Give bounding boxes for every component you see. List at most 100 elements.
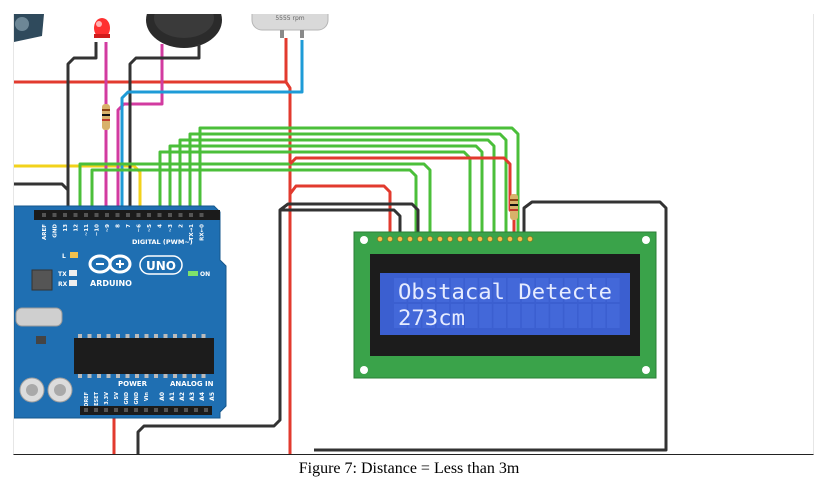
power-pin-hole[interactable] <box>84 408 88 412</box>
digital-pin-label: 12 <box>74 224 80 232</box>
analog-pin-label: A1 <box>169 392 176 401</box>
digital-pin-label: GND <box>53 224 59 238</box>
digital-pin-label: 7 <box>126 224 132 228</box>
dc-motor-icon[interactable]: 5555 rpm <box>251 14 329 38</box>
power-pin-hole[interactable] <box>174 408 178 412</box>
analog-pin-label: A4 <box>199 392 206 401</box>
lcd-pin[interactable] <box>527 236 533 242</box>
figure-caption: Figure 7: Distance = Less than 3m <box>298 460 520 477</box>
wire-green-d6 <box>198 126 520 236</box>
wire-green-d7 <box>90 168 418 236</box>
digital-pin-hole[interactable] <box>94 213 99 217</box>
lcd-pin[interactable] <box>487 236 493 242</box>
wire-green-d2 <box>158 150 472 236</box>
lcd-pin[interactable] <box>397 236 403 242</box>
power-pin-hole[interactable] <box>134 408 138 412</box>
digital-pin-label: ~6 <box>137 224 143 233</box>
simulator-canvas[interactable]: 5555 rpm <box>13 14 814 455</box>
lcd-pin[interactable] <box>417 236 423 242</box>
power-pin-label: RESET <box>94 391 100 409</box>
wire-red-top <box>14 80 292 454</box>
wire-blue-motor <box>120 40 304 219</box>
rx-label: RX <box>58 281 68 288</box>
red-led-icon[interactable] <box>94 18 110 38</box>
power-pin-hole[interactable] <box>164 408 168 412</box>
lcd-pin[interactable] <box>407 236 413 242</box>
lcd-pin[interactable] <box>437 236 443 242</box>
digital-pin-hole[interactable] <box>42 213 46 217</box>
wire-black-lcd2 <box>280 208 402 236</box>
power-pin-hole[interactable] <box>104 408 108 412</box>
wire-green-d4 <box>178 138 496 236</box>
power-pin-hole[interactable] <box>94 408 98 412</box>
lcd-pin[interactable] <box>427 236 433 242</box>
digital-pin-hole[interactable] <box>73 213 78 217</box>
analog-pin-label: A5 <box>209 392 216 401</box>
digital-pin-label: 8 <box>116 224 122 228</box>
digital-pin-hole[interactable] <box>147 213 151 217</box>
lcd-pin[interactable] <box>477 236 483 242</box>
power-pin-label: Vin <box>144 392 150 401</box>
lcd-pin[interactable] <box>457 236 463 242</box>
resistor-icon[interactable] <box>510 194 518 220</box>
lcd-module[interactable]: Obstacal Detecte 273cm <box>353 231 657 379</box>
digital-pin-hole[interactable] <box>52 213 57 217</box>
lcd-pin[interactable] <box>497 236 503 242</box>
digital-pin-hole[interactable] <box>115 213 120 217</box>
resistor-icon[interactable] <box>102 104 110 130</box>
wire-black-led <box>66 42 98 190</box>
lcd-line-1: Obstacal Detecte <box>398 280 612 304</box>
analog-pin-label: A0 <box>159 392 166 401</box>
tx-label: TX <box>58 271 67 278</box>
power-pin-hole[interactable] <box>154 408 158 412</box>
lcd-pin[interactable] <box>377 236 383 242</box>
wire-magenta-buzzer <box>116 44 164 219</box>
power-pin-hole[interactable] <box>114 408 118 412</box>
digital-pin-label: ~5 <box>147 224 153 233</box>
lcd-pin[interactable] <box>517 236 523 242</box>
lcd-pin[interactable] <box>467 236 473 242</box>
lcd-pin[interactable] <box>507 236 513 242</box>
digital-pin-hole[interactable] <box>168 213 172 217</box>
wire-black-lcd <box>136 202 420 454</box>
digital-pin-hole[interactable] <box>199 213 204 217</box>
power-pin-hole[interactable] <box>204 408 208 412</box>
power-pin-hole[interactable] <box>194 408 198 412</box>
power-pin-label: 5V <box>114 392 120 399</box>
piezo-buzzer-icon[interactable] <box>146 14 222 48</box>
digital-pin-label: 2 <box>179 224 185 228</box>
lcd-pin[interactable] <box>387 236 393 242</box>
digital-pin-hole[interactable] <box>157 213 162 217</box>
digital-pin-hole[interactable] <box>84 213 88 217</box>
power-pin-hole[interactable] <box>144 408 148 412</box>
power-pin-label: IOREF <box>84 392 90 409</box>
digital-pin-hole[interactable] <box>126 213 130 217</box>
power-pin-label: 3.3V <box>104 392 110 405</box>
digital-pin-hole[interactable] <box>105 213 109 217</box>
power-pin-hole[interactable] <box>124 408 128 412</box>
on-label: ON <box>200 271 210 278</box>
wire-black-buzzer <box>128 44 201 219</box>
wire-group <box>14 38 668 454</box>
analog-label: ANALOG IN <box>170 380 214 388</box>
digital-pin-hole[interactable] <box>178 213 183 217</box>
digital-pin-hole[interactable] <box>189 213 193 217</box>
digital-pin-label: TX→1 <box>189 224 195 241</box>
power-pin-hole[interactable] <box>184 408 188 412</box>
power-label: POWER <box>118 380 148 388</box>
analog-pin-label: A3 <box>189 392 196 401</box>
atmega-chip <box>74 334 214 378</box>
digital-pin-hole[interactable] <box>136 213 141 217</box>
lcd-line-2: 273cm <box>398 306 465 330</box>
digital-pin-label: ~10 <box>95 224 101 236</box>
digital-pin-label: RX←0 <box>200 224 206 241</box>
power-pin-label: GND <box>134 392 140 404</box>
digital-pin-hole[interactable] <box>63 213 67 217</box>
lcd-pin[interactable] <box>447 236 453 242</box>
l-label: L <box>62 253 66 260</box>
arduino-logo-icon <box>88 254 132 274</box>
power-pin-label: GND <box>124 392 130 404</box>
sensor-corner-icon[interactable] <box>14 14 44 42</box>
